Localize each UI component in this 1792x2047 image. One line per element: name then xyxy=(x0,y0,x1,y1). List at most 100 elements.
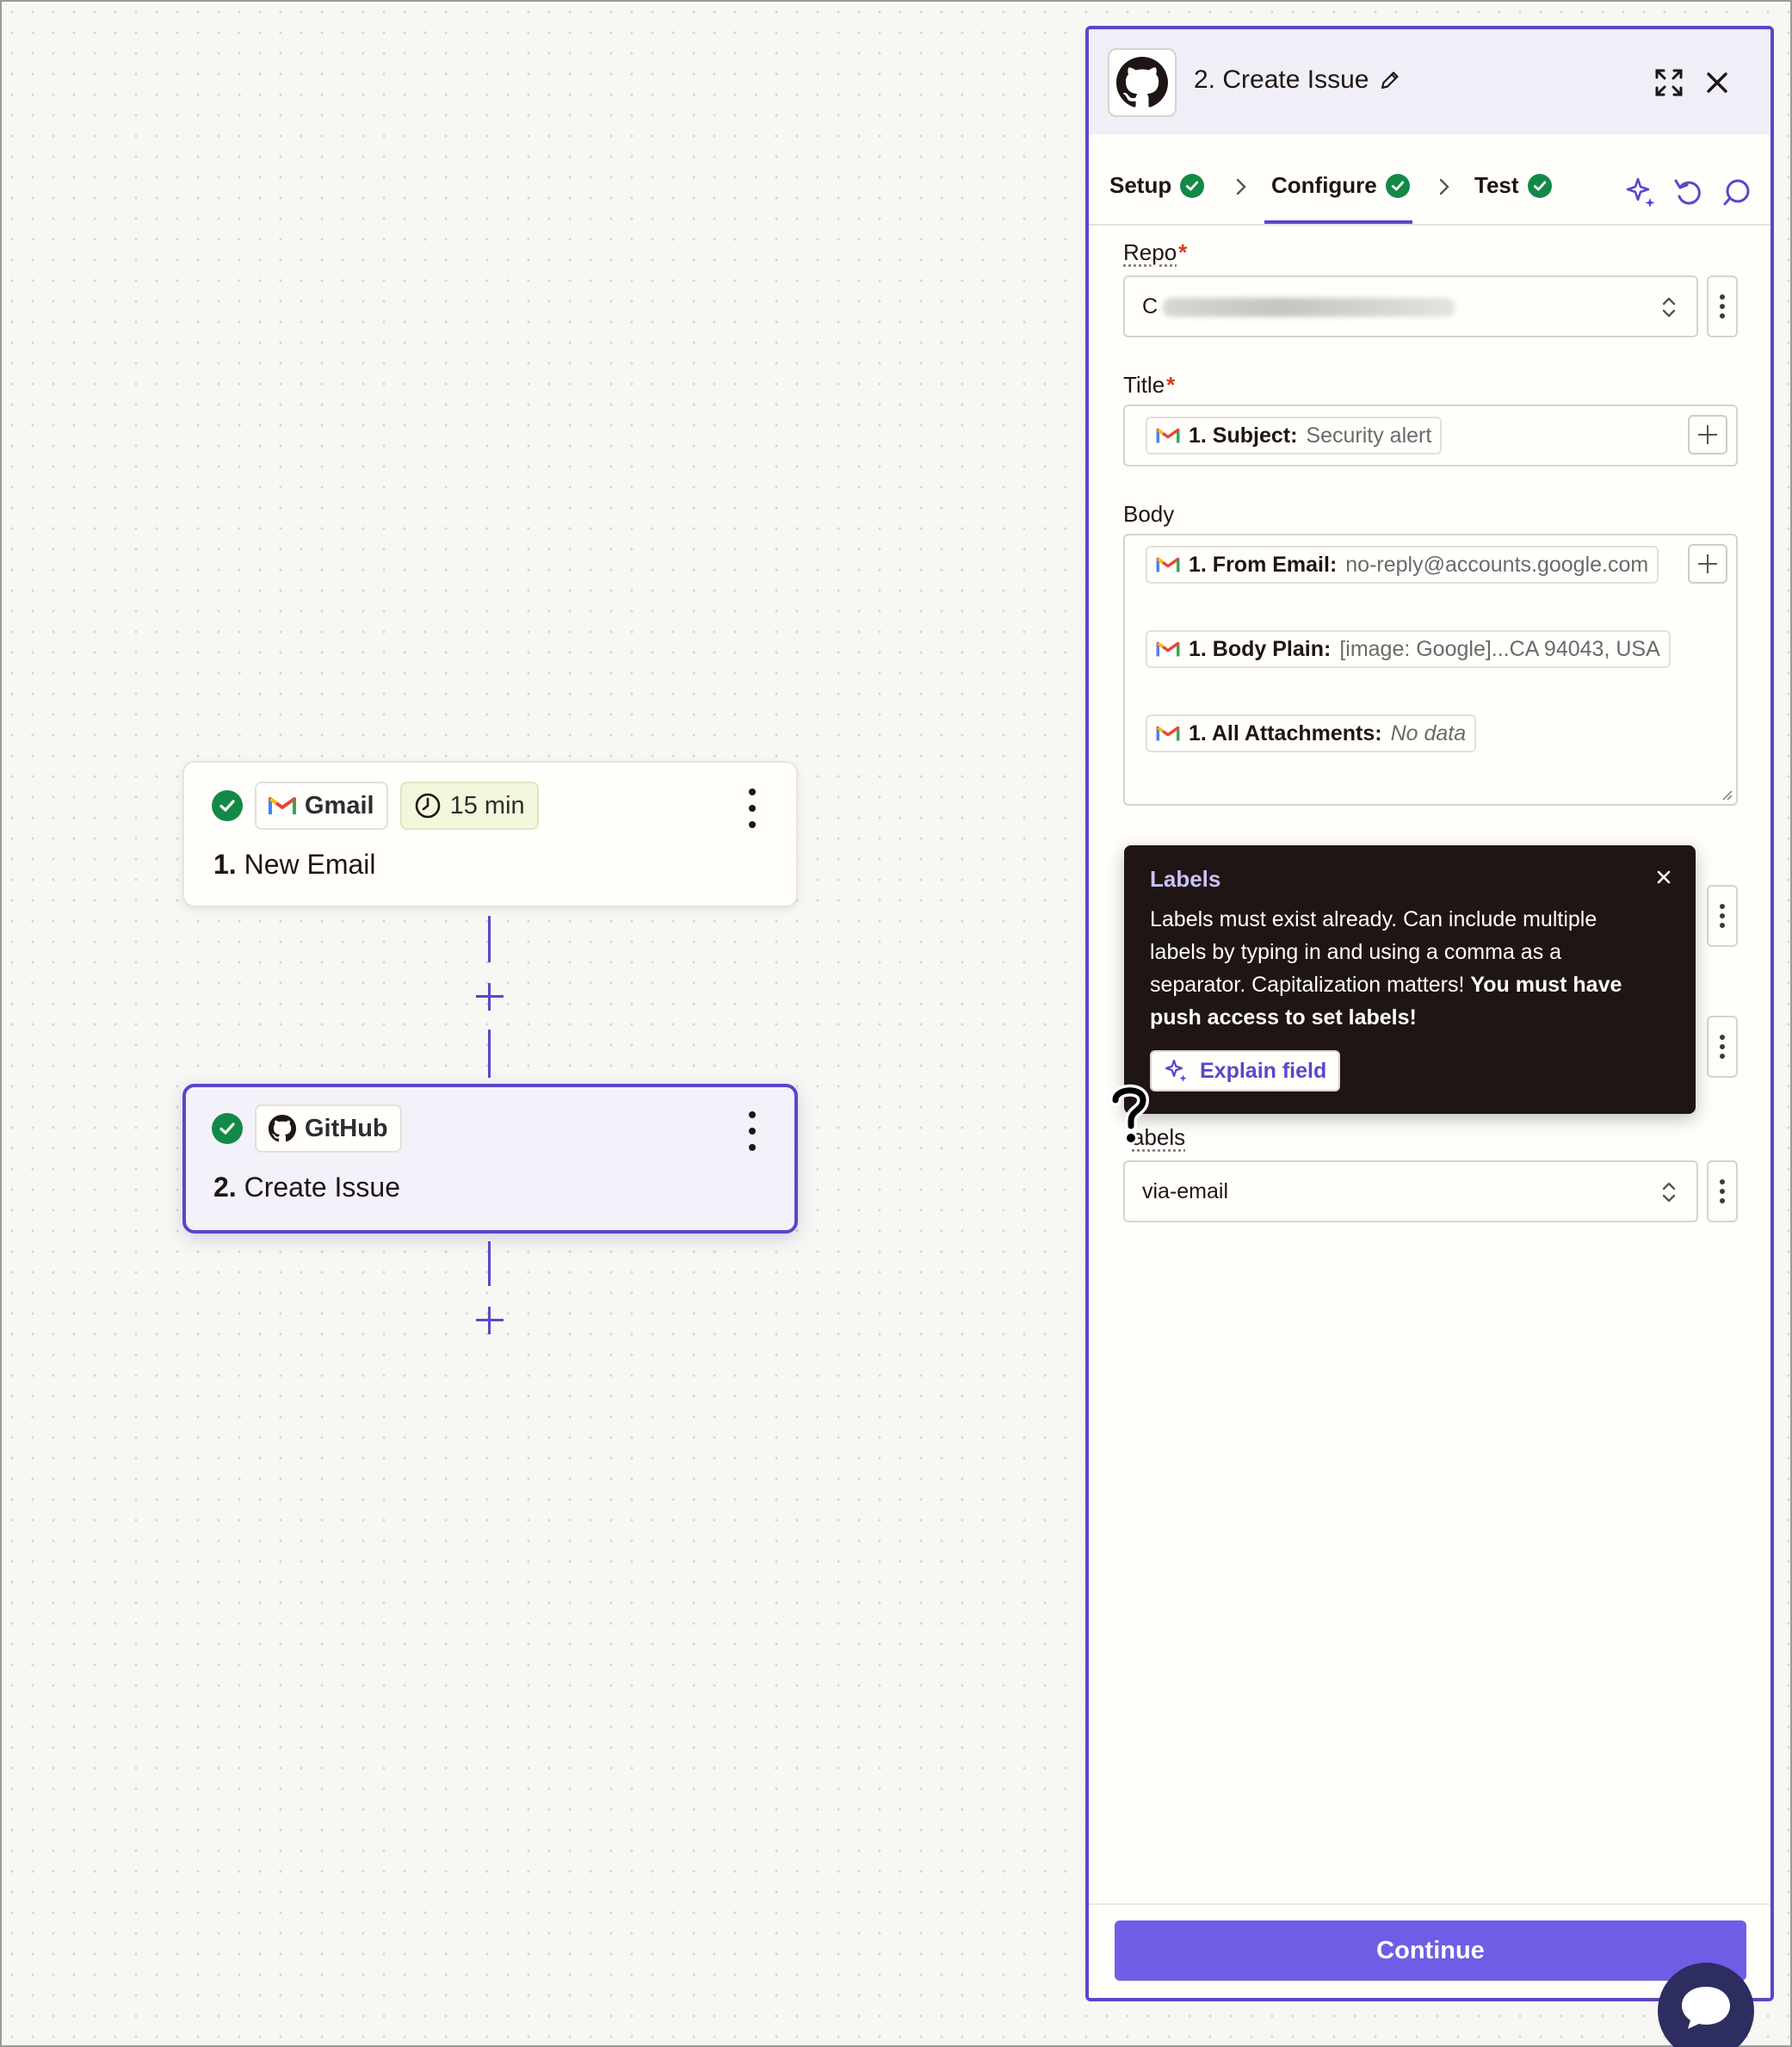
repo-select[interactable]: C xyxy=(1123,275,1698,337)
ai-sparkle-icon xyxy=(1164,1058,1190,1084)
edit-pencil-icon[interactable] xyxy=(1379,69,1401,91)
pill-key: 1. All Attachments: xyxy=(1189,721,1382,746)
connector-line xyxy=(488,916,491,962)
panel-title[interactable]: 2. Create Issue xyxy=(1194,65,1401,95)
check-circle-icon xyxy=(212,1113,243,1144)
check-circle-icon xyxy=(212,790,243,821)
tab-label: Setup xyxy=(1109,172,1171,199)
pill-value: Security alert xyxy=(1306,424,1431,448)
close-icon[interactable] xyxy=(1698,64,1736,102)
step-tabs: Setup Configure Test xyxy=(1089,134,1770,226)
chevron-right-icon xyxy=(1435,177,1454,196)
undo-icon[interactable] xyxy=(1672,176,1705,208)
field-help-tooltip: Labels Labels must exist already. Can in… xyxy=(1124,845,1696,1114)
required-asterisk: * xyxy=(1178,239,1187,265)
tab-test[interactable]: Test xyxy=(1474,172,1552,199)
panel-header: 2. Create Issue xyxy=(1089,29,1770,134)
step-menu-button[interactable] xyxy=(739,1111,765,1151)
ai-sparkle-icon[interactable] xyxy=(1624,176,1659,210)
panel-title-text: 2. Create Issue xyxy=(1194,65,1369,95)
app-name: Gmail xyxy=(305,792,374,820)
step-title: 2. Create Issue xyxy=(213,1172,400,1203)
step-title-text: New Email xyxy=(244,849,376,880)
comment-icon[interactable] xyxy=(1721,177,1752,208)
field-options-button[interactable] xyxy=(1707,885,1738,947)
active-tab-indicator xyxy=(1264,220,1412,224)
field-options-button[interactable] xyxy=(1707,1160,1738,1222)
help-cursor-icon xyxy=(1103,1081,1155,1150)
field-options-button[interactable] xyxy=(1707,1016,1738,1078)
gmail-icon xyxy=(269,795,296,816)
resize-handle-icon[interactable] xyxy=(1719,787,1733,801)
tooltip-body: Labels must exist already. Can include m… xyxy=(1150,903,1649,1034)
repo-select-value: C xyxy=(1142,294,1158,319)
close-icon[interactable] xyxy=(1651,864,1677,890)
explain-field-label: Explain field xyxy=(1200,1059,1326,1084)
continue-button[interactable]: Continue xyxy=(1115,1920,1746,1981)
pill-value: No data xyxy=(1391,721,1467,746)
chat-bubble-icon xyxy=(1678,1983,1733,2032)
chevron-updown-icon xyxy=(1660,294,1678,320)
gmail-icon xyxy=(1156,725,1180,742)
pill-key: 1. Subject: xyxy=(1189,424,1297,448)
tab-label: Test xyxy=(1474,172,1519,199)
mapped-field-pill[interactable]: 1. Body Plain: [image: Google]...CA 9404… xyxy=(1146,630,1671,668)
chevron-updown-icon xyxy=(1660,1179,1678,1205)
field-label-title: Title* xyxy=(1123,372,1175,399)
pill-value: [image: Google]...CA 94043, USA xyxy=(1339,637,1659,662)
panel-app-icon xyxy=(1108,48,1177,117)
insert-data-button[interactable] xyxy=(1688,415,1727,455)
field-label-text: Body xyxy=(1123,501,1174,527)
expand-icon[interactable] xyxy=(1650,64,1688,102)
field-label-text: Title xyxy=(1123,372,1165,398)
clock-icon xyxy=(414,792,442,819)
check-circle-icon xyxy=(1180,174,1204,198)
mapped-field-pill[interactable]: 1. All Attachments: No data xyxy=(1146,714,1476,752)
tab-label: Configure xyxy=(1271,172,1377,199)
insert-data-button[interactable] xyxy=(1688,544,1727,584)
connector-line xyxy=(488,1241,491,1286)
step-card-header: GitHub xyxy=(212,1104,402,1153)
labels-select-value: via-email xyxy=(1142,1179,1228,1204)
step-card-new-email[interactable]: Gmail 15 min 1. New Email xyxy=(182,761,798,907)
step-card-create-issue[interactable]: GitHub 2. Create Issue xyxy=(182,1084,798,1234)
tooltip-title: Labels xyxy=(1150,866,1670,893)
gmail-icon xyxy=(1156,427,1180,444)
check-circle-icon xyxy=(1528,174,1552,198)
tab-setup[interactable]: Setup xyxy=(1109,172,1204,199)
app-chip-gmail: Gmail xyxy=(255,782,388,830)
pill-key: 1. Body Plain: xyxy=(1189,637,1331,662)
mapped-field-pill[interactable]: 1. Subject: Security alert xyxy=(1146,417,1442,455)
gmail-icon xyxy=(1156,556,1180,573)
required-asterisk: * xyxy=(1166,372,1175,398)
body-textarea[interactable]: 1. From Email: no-reply@accounts.google.… xyxy=(1123,534,1738,806)
gmail-icon xyxy=(1156,640,1180,658)
step-number: 1. xyxy=(213,849,237,880)
connector-line xyxy=(488,1030,491,1078)
labels-select[interactable]: via-email xyxy=(1123,1160,1698,1222)
poll-interval-chip: 15 min xyxy=(400,782,539,830)
chevron-right-icon xyxy=(1232,177,1251,196)
explain-field-button[interactable]: Explain field xyxy=(1150,1050,1340,1092)
github-icon xyxy=(269,1115,296,1142)
field-options-button[interactable] xyxy=(1707,275,1738,337)
check-circle-icon xyxy=(1386,174,1410,198)
step-number: 2. xyxy=(213,1172,237,1203)
step-card-header: Gmail 15 min xyxy=(212,782,539,830)
pill-value: no-reply@accounts.google.com xyxy=(1345,553,1648,578)
field-label-text: Repo xyxy=(1123,239,1177,265)
app-name: GitHub xyxy=(305,1115,388,1143)
step-menu-button[interactable] xyxy=(739,788,765,828)
app-chip-github: GitHub xyxy=(255,1104,402,1153)
poll-interval-label: 15 min xyxy=(450,792,525,820)
field-label-repo: Repo* xyxy=(1123,239,1187,266)
add-step-button[interactable] xyxy=(473,980,507,1014)
tab-configure[interactable]: Configure xyxy=(1271,172,1410,199)
redacted-value xyxy=(1163,298,1455,317)
title-input[interactable]: 1. Subject: Security alert xyxy=(1123,405,1738,467)
step-title: 1. New Email xyxy=(213,849,376,881)
add-step-button[interactable] xyxy=(473,1303,507,1338)
step-title-text: Create Issue xyxy=(244,1172,400,1203)
field-label-body: Body xyxy=(1123,501,1174,528)
mapped-field-pill[interactable]: 1. From Email: no-reply@accounts.google.… xyxy=(1146,546,1659,584)
